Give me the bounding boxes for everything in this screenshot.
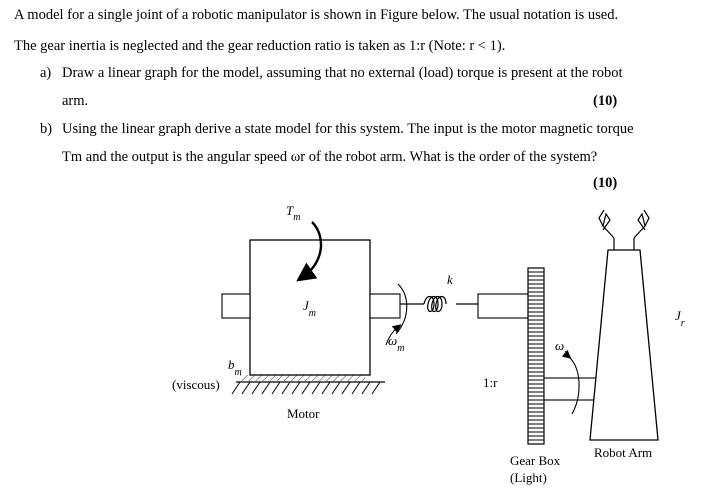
viscous-label: (viscous) [172, 377, 220, 392]
gearbox-sublabel: (Light) [510, 470, 547, 485]
arm-speed-arrow-icon [561, 349, 580, 415]
pinion-shaft [477, 293, 529, 319]
gearbox-label: Gear Box [510, 453, 561, 468]
gripper-icon [598, 209, 650, 250]
damper-stub [221, 293, 251, 319]
gear-ratio-label: 1:r [483, 375, 498, 390]
motor-shaft [369, 293, 401, 319]
spring-label: k [447, 272, 453, 287]
part-a-line-2: arm. [62, 93, 89, 109]
motor-speed-label: ωm [388, 333, 404, 354]
output-shaft [543, 377, 601, 401]
part-a-line-1: Draw a linear graph for the model, assum… [62, 65, 623, 81]
part-a-marks: (10) [593, 93, 618, 109]
robot-arm-label: Robot Arm [594, 445, 652, 460]
intro-line-1: A model for a single joint of a robotic … [14, 7, 619, 23]
motor-inertia-label: Jm [303, 298, 316, 319]
arm-inertia-label: Jr [675, 308, 685, 329]
intro-line-2: The gear inertia is neglected and the ge… [14, 38, 506, 54]
gearbox-icon [527, 267, 545, 445]
part-a-label: a) [40, 65, 52, 81]
viscous-ground [231, 375, 385, 395]
part-b-line-2: Tm and the output is the angular speed ω… [62, 149, 598, 165]
part-b-line-1: Using the linear graph derive a state mo… [62, 121, 634, 137]
arm-speed-label: ωr [555, 338, 568, 359]
spring-icon [400, 295, 478, 313]
torque-arrow-icon [296, 221, 323, 282]
damping-label: bm [228, 357, 242, 378]
motor-body [249, 239, 371, 376]
motor-label: Motor [287, 406, 320, 421]
robot-arm-body [589, 249, 659, 441]
torque-label: Tm [286, 203, 300, 223]
part-b-marks: (10) [593, 175, 618, 191]
motor-speed-arrow-icon [385, 324, 402, 346]
part-b-label: b) [40, 121, 53, 137]
